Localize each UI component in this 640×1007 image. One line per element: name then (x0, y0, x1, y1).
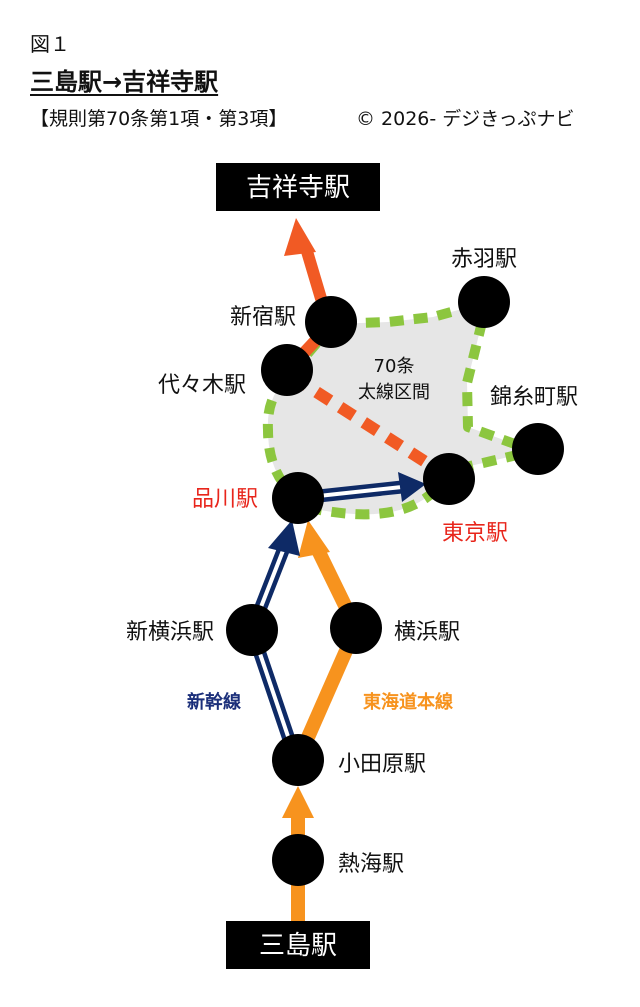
kinshicho-label: 錦糸町駅 (490, 385, 578, 410)
arrow-to-odawara (282, 786, 314, 818)
shinjuku-label: 新宿駅 (230, 305, 296, 330)
node-shinjuku (305, 296, 357, 348)
node-atami (272, 834, 324, 886)
yoyogi-label: 代々木駅 (158, 373, 246, 398)
arrow-to-shinagawa-orange (298, 520, 330, 558)
node-tokyo (423, 453, 475, 505)
rule-reference: 【規則第70条第1項・第3項】 (30, 108, 288, 130)
node-shin-yokohama (226, 604, 278, 656)
tokaido-label: 東海道本線 (363, 691, 453, 713)
route-yoyogi-tokyo-dashed (289, 371, 450, 481)
arrow-to-shinagawa-shinkansen (268, 520, 300, 556)
kichijoji-label: 吉祥寺駅 (246, 173, 350, 203)
tokyo-label: 東京駅 (442, 521, 508, 546)
area-label-line2: 太線区間 (358, 382, 430, 403)
route-title: 三島駅→吉祥寺駅 (30, 68, 219, 96)
shin-yokohama-label: 新横浜駅 (126, 620, 214, 645)
node-shinagawa (272, 472, 324, 524)
node-kinshicho (512, 423, 564, 475)
arrow-to-tokyo (398, 472, 426, 502)
yokohama-label: 横浜駅 (394, 620, 460, 645)
shinagawa-label: 品川駅 (192, 487, 258, 512)
copyright-notice: © 2026- デジきっぷナビ (356, 108, 575, 130)
kichijoji-box (216, 163, 380, 211)
node-yokohama (330, 602, 382, 654)
figure-label: 図１ (30, 32, 70, 56)
mishima-box (226, 921, 370, 969)
node-yoyogi (261, 344, 313, 396)
shinkansen-label: 新幹線 (187, 691, 241, 713)
area-label-line1: 70条 (374, 356, 415, 377)
atami-label: 熱海駅 (338, 852, 404, 877)
arrow-to-kichijoji (284, 218, 316, 256)
mishima-label: 三島駅 (259, 931, 337, 961)
akabane-label: 赤羽駅 (451, 247, 517, 272)
node-akabane (458, 276, 510, 328)
node-odawara (272, 734, 324, 786)
odawara-label: 小田原駅 (338, 752, 426, 777)
